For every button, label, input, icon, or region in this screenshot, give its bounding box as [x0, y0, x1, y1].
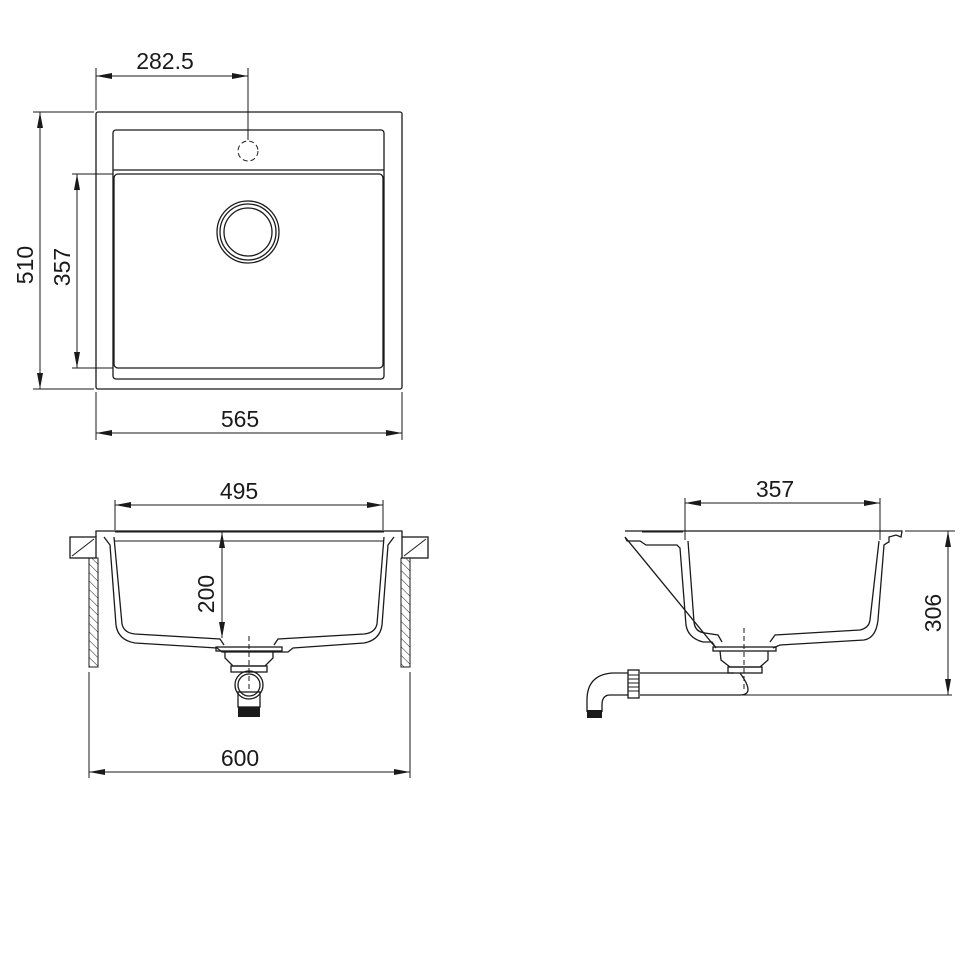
waste-pipe [586, 669, 749, 718]
dimension-side-bowl-depth: 357 [684, 476, 881, 540]
dimension-cabinet-width: 600 [88, 672, 411, 778]
bowl-outline [113, 173, 384, 369]
side-bowl-profile [687, 540, 880, 643]
cabinet-wall-right [400, 557, 411, 668]
dim-label-tap-offset: 282.5 [136, 48, 194, 74]
drain-fitting [215, 636, 283, 717]
side-drain-fitting [712, 628, 777, 690]
dimension-bowl-width: 495 [114, 478, 384, 530]
top-view: 282.5 510 357 565 [12, 48, 403, 440]
dim-label-bowl-width: 495 [220, 478, 258, 504]
dim-label-bowl-height: 200 [193, 575, 219, 613]
cabinet-wall-left [88, 557, 99, 668]
dim-label-overall-width: 565 [221, 406, 259, 432]
countertop-right [401, 536, 429, 559]
countertop-left [69, 536, 97, 559]
side-view: 357 306 [586, 476, 955, 718]
drain-icon [216, 200, 280, 264]
dim-label-bowl-depth: 357 [49, 248, 75, 286]
dimension-tap-offset: 282.5 [95, 48, 249, 140]
dimension-bowl-height: 200 [193, 532, 225, 638]
bowl-profile [103, 536, 395, 653]
dim-label-side-bowl-depth: 357 [756, 476, 794, 502]
dim-label-cabinet-width: 600 [221, 745, 259, 771]
dimension-overall-width: 565 [95, 392, 403, 440]
dim-label-total-height: 306 [920, 594, 946, 632]
tap-hole-icon [237, 140, 259, 162]
sink-outer-outline [95, 111, 403, 390]
dim-label-overall-depth: 510 [12, 246, 38, 284]
dimension-total-height: 306 [905, 530, 955, 695]
dimension-bowl-depth: 357 [49, 173, 113, 369]
front-view: 495 200 600 [69, 478, 429, 778]
tap-deck-outline [112, 129, 385, 380]
dimension-overall-depth: 510 [12, 111, 94, 390]
